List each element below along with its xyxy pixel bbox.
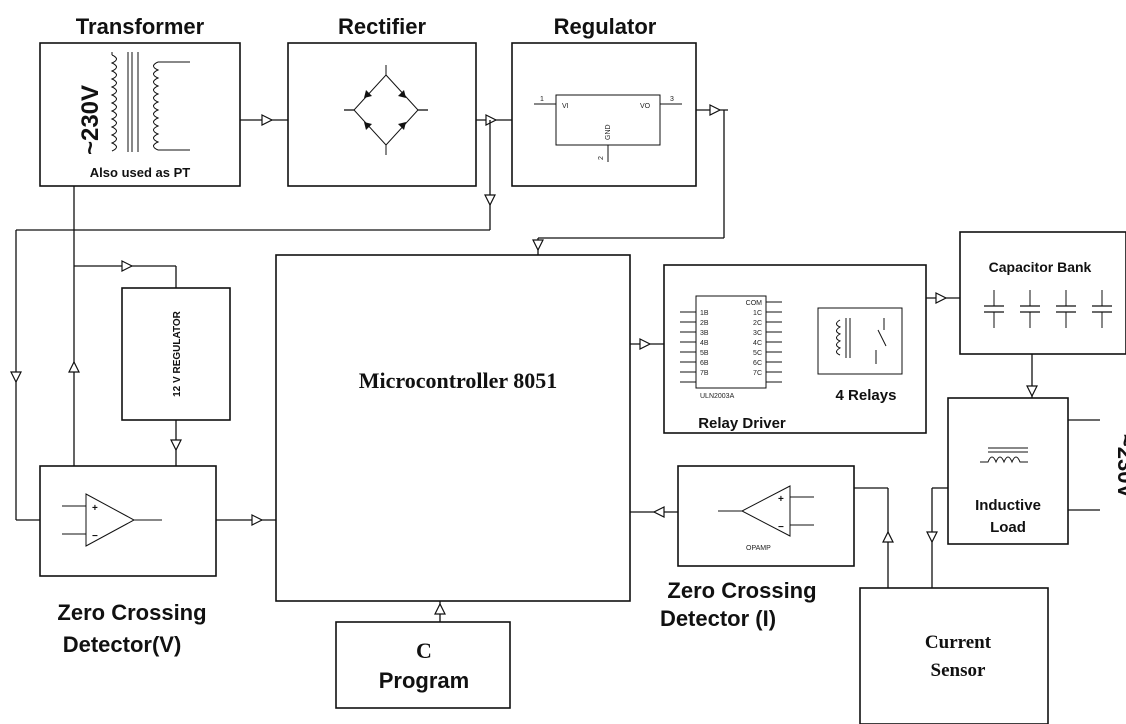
transformer-coil-icon <box>110 52 190 152</box>
uln-chip-name: ULN2003A <box>700 393 735 400</box>
uln-left-pin-label: 5B <box>700 350 709 357</box>
arrow-12v-reg <box>121 260 134 272</box>
inductive-load-label-1: Inductive <box>975 497 1041 514</box>
inductor-icon <box>980 456 1028 464</box>
microcontroller-block: Microcontroller 8051 <box>275 254 631 602</box>
uln-left-pin-label: 2B <box>700 320 709 327</box>
c-program-block: C Program <box>335 621 511 709</box>
uln-right-pin-label: 1C <box>753 310 762 317</box>
uln-right-pin-label: COM <box>746 300 763 307</box>
arrow-rectifier-regulator <box>485 114 498 126</box>
relay-driver-label: Relay Driver <box>698 415 786 432</box>
c-program-label-2: Program <box>379 668 469 693</box>
uln-right-pin-label: 2C <box>753 320 762 327</box>
zcd-v-label-1: Zero Crossing <box>57 600 206 625</box>
opamp-plus: + <box>92 503 98 514</box>
regulator-title: Regulator <box>554 14 657 39</box>
relay-icon <box>817 307 903 375</box>
inductive-load-block: Inductive Load <box>947 397 1069 545</box>
reg-pin1: 1 <box>540 96 544 103</box>
zcd-i-label-2: Detector (I) <box>660 606 776 631</box>
arrow-zcdv-mcu <box>251 514 264 526</box>
regulator-block: VI VO GND 1 2 3 <box>511 42 697 187</box>
transformer-title: Transformer <box>76 14 205 39</box>
capacitor-bank-label: Capacitor Bank <box>989 259 1092 275</box>
relay-driver-block: 1B 2B 3B 4B 5B 6B 7B COM 1C 2C 3C 4C 5C 6C 7C ULN2003… <box>663 264 927 434</box>
relay-coil-icon <box>836 319 842 356</box>
opamp-minus: − <box>92 531 98 542</box>
reg-pin-vo: VO <box>640 103 651 110</box>
uln-right-pin-label: 6C <box>753 360 762 367</box>
regulator-12v-block: 12 V REGULATOR <box>121 287 231 421</box>
current-sensor-label-1: Current <box>925 632 992 653</box>
uln-right-labels: COM 1C 2C 3C 4C 5C 6C 7C <box>746 300 763 377</box>
capacitor-icons <box>984 290 1112 328</box>
zcd-v-block: + − <box>39 465 217 577</box>
rectifier-block <box>287 42 477 187</box>
load-voltage: ~230V <box>1113 434 1126 499</box>
arrow-12v-zcd <box>170 439 182 452</box>
reg-pin3: 3 <box>670 96 674 103</box>
arrow-cap-load <box>1026 385 1038 398</box>
arrow-program-mcu <box>434 602 446 615</box>
arrow-mcu-relay <box>639 338 652 350</box>
relay-driver-pins-left <box>680 311 696 383</box>
regulator-12v-label: 12 V REGULATOR <box>172 310 183 397</box>
uln-right-pin-label: 4C <box>753 340 762 347</box>
zcd-v-label-2: Detector(V) <box>63 632 182 657</box>
uln-right-pin-label: 5C <box>753 350 762 357</box>
bridge-rectifier-icon <box>344 65 428 155</box>
arrow-relay-cap <box>935 292 948 304</box>
arrow-load-sensor <box>926 531 938 544</box>
arrow-regulator-out <box>709 104 722 116</box>
uln-right-pin-label: 7C <box>753 370 762 377</box>
current-sensor-label-2: Sensor <box>931 660 986 681</box>
zcd-i-label-1: Zero Crossing <box>667 578 816 603</box>
uln-left-pin-label: 3B <box>700 330 709 337</box>
uln-right-pin-label: 3C <box>753 330 762 337</box>
rectifier-title: Rectifier <box>338 14 426 39</box>
transformer-block: ~230V Also used as PT <box>39 42 241 187</box>
uln-left-pin-label: 7B <box>700 370 709 377</box>
opamp-icon <box>85 493 136 547</box>
arrow-left-rail <box>10 371 22 384</box>
uln-left-pin-label: 6B <box>700 360 709 367</box>
uln-left-pin-label: 1B <box>700 310 709 317</box>
uln-left-labels: 1B 2B 3B 4B 5B 6B 7B <box>700 310 709 377</box>
reg-pin-gnd: GND <box>605 124 612 140</box>
opamp-label: OPAMP <box>746 545 771 552</box>
opamp-i-icon <box>740 485 791 537</box>
uln-left-pin-label: 4B <box>700 340 709 347</box>
inductive-load-label-2: Load <box>990 519 1026 536</box>
transformer-note: Also used as PT <box>90 165 190 180</box>
microcontroller-label: Microcontroller 8051 <box>359 368 558 393</box>
arrow-transformer-rectifier <box>261 114 274 126</box>
c-program-label-1: C <box>416 638 432 663</box>
arrow-rect-down <box>484 194 496 207</box>
transformer-voltage: ~230V <box>77 85 104 155</box>
current-sensor-block: Current Sensor <box>859 587 1049 724</box>
arrow-sensor-zcdi <box>882 530 894 543</box>
opamp-i-minus: − <box>778 522 784 533</box>
reg-pin-vi: VI <box>562 103 569 110</box>
opamp-i-plus: + <box>778 494 784 505</box>
reg-pin2: 2 <box>598 156 605 160</box>
arrow-zcdi-mcu <box>652 506 665 518</box>
relays-label: 4 Relays <box>836 387 897 404</box>
capacitor-bank-block: Capacitor Bank <box>959 231 1126 355</box>
relay-driver-pins-right <box>766 301 782 383</box>
zcd-i-block: + − OPAMP <box>677 465 855 567</box>
arrow-pt <box>68 360 80 373</box>
relay-switch-icon <box>877 329 887 347</box>
arrow-5v-mcu <box>532 239 544 252</box>
